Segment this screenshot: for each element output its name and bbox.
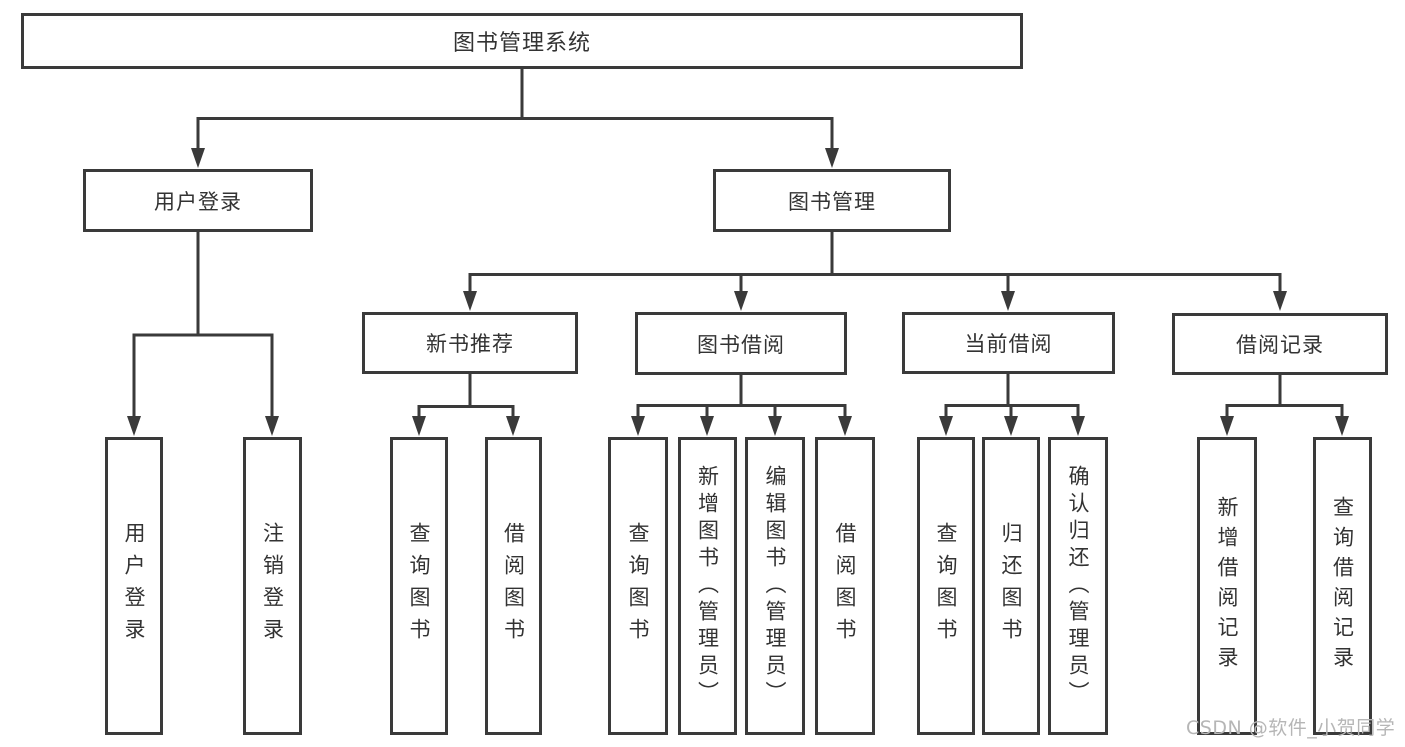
- leaf-bb-edit-book: 编辑图书（管理员）: [745, 437, 805, 735]
- leaf-nb-query-book: 查询图书: [390, 437, 448, 735]
- arrow-down-icon: [1335, 416, 1349, 436]
- arrow-down-icon: [463, 291, 477, 311]
- leaf-cb-confirm-return: 确认归还（管理员）: [1048, 437, 1108, 735]
- connector-root-split: [191, 66, 839, 168]
- connector-path: [196, 66, 834, 150]
- arrow-down-icon: [1071, 416, 1085, 436]
- leaf-br-query-record: 查询借阅记录: [1313, 437, 1372, 735]
- arrow-down-icon: [1273, 291, 1287, 311]
- node-new-book-rec: 新书推荐: [362, 312, 578, 374]
- connector-path: [132, 230, 274, 418]
- leaf-user-login: 用户登录: [105, 437, 163, 735]
- leaf-logout: 注销登录: [243, 437, 302, 735]
- watermark: CSDN @软件_小贺同学: [1186, 717, 1396, 739]
- leaf-bb-borrow-book: 借阅图书: [815, 437, 875, 735]
- arrow-down-icon: [825, 148, 839, 168]
- arrow-down-icon: [127, 416, 141, 436]
- node-book-mgmt: 图书管理: [713, 169, 951, 232]
- arrow-down-icon: [768, 416, 782, 436]
- leaf-bb-add-book: 新增图书（管理员）: [678, 437, 737, 735]
- arrow-down-icon: [939, 416, 953, 436]
- arrow-down-icon: [734, 291, 748, 311]
- connector-book-borrow-split: [631, 373, 852, 436]
- arrow-down-icon: [265, 416, 279, 436]
- connector-path: [417, 372, 515, 417]
- leaf-cb-query-book: 查询图书: [917, 437, 975, 735]
- connector-path: [1225, 373, 1344, 417]
- connector-book-mgmt-split: [463, 230, 1287, 311]
- arrow-down-icon: [700, 416, 714, 436]
- arrow-down-icon: [1004, 416, 1018, 436]
- connector-path: [468, 230, 1282, 293]
- node-user-login-group: 用户登录: [83, 169, 313, 232]
- node-root: 图书管理系统: [21, 13, 1023, 69]
- connector-user-login-split: [127, 230, 279, 436]
- connector-path: [944, 372, 1080, 417]
- connector-current-borrow-split: [939, 372, 1085, 436]
- leaf-br-add-record: 新增借阅记录: [1197, 437, 1257, 735]
- node-book-borrow: 图书借阅: [635, 312, 847, 375]
- arrow-down-icon: [412, 416, 426, 436]
- arrow-down-icon: [1001, 291, 1015, 311]
- leaf-bb-query-book: 查询图书: [608, 437, 668, 735]
- leaf-nb-borrow-book: 借阅图书: [485, 437, 542, 735]
- node-borrow-record: 借阅记录: [1172, 313, 1388, 375]
- connector-borrow-record-split: [1220, 373, 1349, 436]
- arrow-down-icon: [631, 416, 645, 436]
- arrow-down-icon: [506, 416, 520, 436]
- leaf-cb-return-book: 归还图书: [982, 437, 1040, 735]
- arrow-down-icon: [191, 148, 205, 168]
- arrow-down-icon: [1220, 416, 1234, 436]
- connector-path: [636, 373, 847, 417]
- arrow-down-icon: [838, 416, 852, 436]
- connector-new-book-rec-split: [412, 372, 520, 436]
- node-current-borrow: 当前借阅: [902, 312, 1115, 374]
